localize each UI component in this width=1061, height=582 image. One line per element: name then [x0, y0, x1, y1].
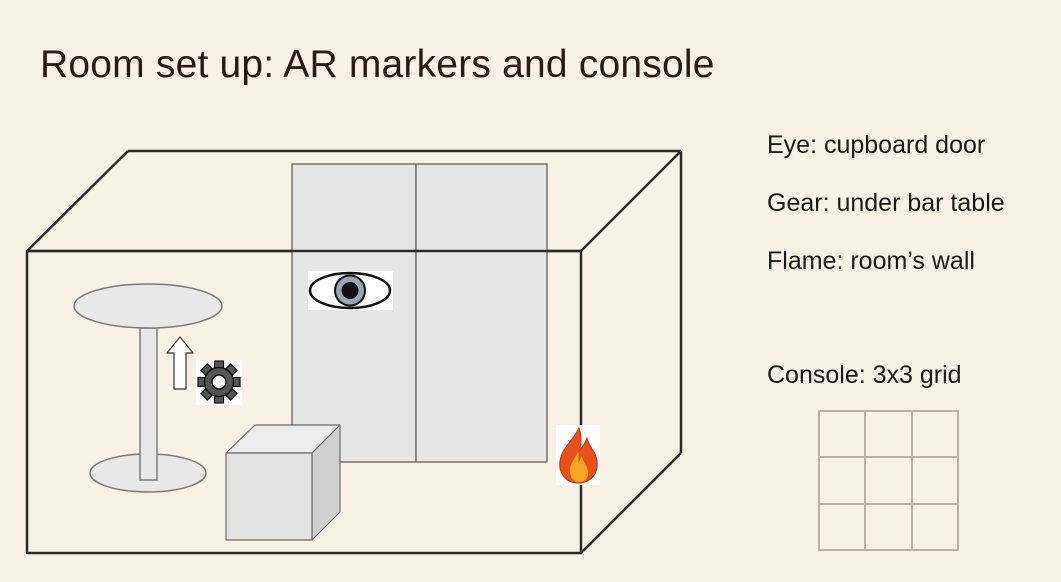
console-label: Console: 3x3 grid	[767, 361, 962, 389]
cube-front	[225, 452, 313, 541]
cupboard-left-door	[291, 163, 417, 463]
room-top-left-edge	[26, 150, 129, 252]
legend-item-flame: Flame: room’s wall	[767, 247, 975, 275]
bar-table-top	[73, 283, 223, 329]
console-grid-cell	[865, 411, 912, 458]
bar-table	[73, 283, 223, 493]
slide-title: Room set up: AR markers and console	[40, 43, 715, 86]
cube	[225, 424, 341, 541]
up-arrow-icon	[166, 336, 194, 390]
console-grid-cell	[865, 503, 912, 550]
bar-table-pole	[139, 327, 158, 481]
console-grid-cell	[911, 411, 958, 458]
cupboard-right-door	[415, 163, 548, 463]
console-grid	[818, 410, 959, 551]
legend-item-eye: Eye: cupboard door	[767, 131, 986, 159]
console-grid-cell	[911, 503, 958, 550]
console-grid-cell	[819, 457, 866, 504]
eye-icon	[308, 271, 393, 310]
console-grid-cell	[865, 457, 912, 504]
room-bottom-right-edge	[580, 452, 682, 554]
room-top-right-edge	[580, 150, 682, 252]
flame-icon	[556, 425, 600, 485]
cupboard	[291, 163, 548, 463]
console-grid-cell	[911, 457, 958, 504]
legend-item-gear: Gear: under bar table	[767, 189, 1005, 217]
gear-icon	[196, 360, 242, 405]
console-grid-cell	[819, 503, 866, 550]
console-grid-cell	[819, 411, 866, 458]
